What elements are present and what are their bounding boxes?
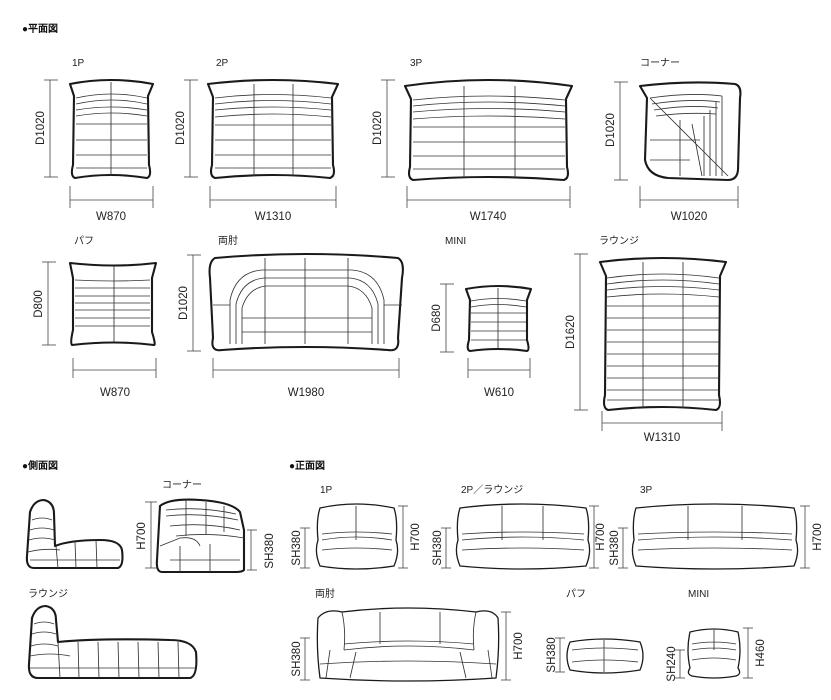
- front-3p-label: 3P: [640, 485, 653, 496]
- plan-arms-label: 両肘: [218, 234, 238, 247]
- front-1p-seat: SH380: [291, 530, 303, 565]
- front-1p: 1P SH380 H700: [291, 485, 422, 570]
- side-corner-height: H700: [136, 522, 148, 550]
- plan-puff-depth: D800: [33, 290, 45, 318]
- side-corner-label: コーナー: [162, 479, 202, 491]
- plan-3p-width-dim: [406, 186, 571, 208]
- plan-puff-width: W870: [100, 387, 130, 399]
- plan-mini: MINI W610 D680: [431, 236, 533, 399]
- plan-view-title: ●平面図: [22, 23, 58, 35]
- front-arms-label: 両肘: [315, 587, 335, 600]
- front-puff-seat-dim: [555, 637, 565, 673]
- front-arms-height-dim: [501, 611, 511, 681]
- plan-arms-width-dim: [212, 358, 400, 378]
- front-3p: 3P SH380 H700: [609, 485, 824, 570]
- front-mini-height: H460: [755, 639, 767, 667]
- plan-puff-label: パフ: [74, 235, 94, 247]
- plan-arms-depth: D1020: [178, 286, 190, 320]
- plan-mini-width-dim: [467, 358, 531, 378]
- front-2p-seat: SH380: [432, 530, 444, 565]
- plan-lounge-width: W1310: [644, 432, 680, 444]
- plan-mini-width: W610: [484, 387, 514, 399]
- front-mini-height-dim: [743, 627, 753, 679]
- front-1p-label: 1P: [320, 485, 333, 496]
- plan-2p-depth: D1020: [175, 111, 187, 145]
- side-corner-seat-dim: [247, 529, 257, 571]
- plan-mini-label: MINI: [445, 236, 466, 247]
- plan-corner-width-dim: [639, 186, 739, 208]
- plan-corner-width: W1020: [671, 211, 707, 223]
- plan-puff: パフ W870 D800: [33, 235, 158, 399]
- plan-puff-width-dim: [72, 358, 157, 378]
- front-1p-seat-dim: [300, 527, 310, 569]
- plan-puff-depth-dim: [42, 261, 56, 346]
- front-3p-height: H700: [812, 523, 824, 551]
- front-puff-label: パフ: [566, 588, 586, 600]
- plan-3p-width: W1740: [470, 211, 506, 223]
- front-3p-seat-dim: [618, 527, 628, 569]
- plan-1p-width-dim: [69, 186, 154, 208]
- plan-2p-width: W1310: [255, 211, 291, 223]
- plan-2p: 2P W1310 D1020: [175, 58, 340, 223]
- front-2p-height: H700: [595, 523, 607, 551]
- plan-3p-depth: D1020: [372, 111, 384, 145]
- side-corner: コーナー H700 SH380: [136, 479, 276, 574]
- plan-arms-width: W1980: [288, 387, 324, 399]
- plan-mini-depth-dim: [440, 283, 454, 353]
- plan-corner-label: コーナー: [640, 57, 680, 69]
- side-lounge-label: ラウンジ: [28, 588, 68, 600]
- side-view-title: ●側面図: [22, 459, 58, 472]
- front-arms-height: H700: [513, 632, 525, 660]
- plan-2p-width-dim: [209, 186, 337, 208]
- plan-lounge: ラウンジ W1310 D1620: [565, 235, 728, 444]
- plan-lounge-depth: D1620: [565, 315, 577, 349]
- plan-3p-depth-dim: [381, 79, 395, 178]
- plan-1p: 1P W870 D1020: [35, 58, 155, 223]
- front-3p-height-dim: [800, 505, 810, 569]
- plan-lounge-label: ラウンジ: [599, 235, 639, 247]
- side-1p: [25, 498, 124, 570]
- plan-arms-depth-dim: [187, 254, 201, 352]
- front-mini-seat-dim: [675, 649, 685, 679]
- front-2p-seat-dim: [441, 527, 451, 569]
- front-mini-label: MINI: [688, 589, 709, 600]
- plan-3p: 3P W1740 D1020: [372, 58, 574, 223]
- plan-corner: コーナー W1020 D1020: [605, 57, 742, 223]
- front-view-title: ●正面図: [289, 460, 325, 472]
- plan-corner-depth: D1020: [605, 113, 617, 147]
- front-arms: 両肘 SH380 H700: [291, 587, 525, 682]
- plan-arms: 両肘 W1980 D1020: [178, 234, 404, 399]
- front-mini: MINI SH240 H460: [666, 589, 767, 682]
- front-arms-seat: SH380: [291, 641, 303, 676]
- side-corner-seat: SH380: [264, 533, 276, 568]
- plan-2p-label: 2P: [216, 58, 229, 69]
- plan-1p-depth: D1020: [35, 111, 47, 145]
- side-lounge: ラウンジ: [27, 588, 198, 680]
- plan-1p-label: 1P: [72, 58, 85, 69]
- plan-lounge-depth-dim: [574, 253, 588, 411]
- front-puff-seat: SH380: [546, 637, 558, 672]
- plan-corner-depth-dim: [614, 81, 628, 181]
- front-1p-height: H700: [410, 523, 422, 551]
- front-arms-seat-dim: [300, 637, 310, 681]
- plan-1p-depth-dim: [44, 79, 58, 178]
- plan-3p-label: 3P: [410, 58, 423, 69]
- front-puff: パフ SH380: [546, 588, 644, 674]
- plan-1p-width: W870: [96, 211, 126, 223]
- plan-lounge-width-dim: [601, 411, 723, 431]
- plan-mini-depth: D680: [431, 304, 443, 332]
- front-mini-seat: SH240: [666, 646, 678, 681]
- front-2p-height-dim: [589, 505, 599, 569]
- plan-2p-depth-dim: [184, 79, 198, 178]
- front-3p-seat: SH380: [609, 530, 621, 565]
- front-1p-height-dim: [398, 505, 408, 569]
- front-2p-label: 2P／ラウンジ: [461, 484, 523, 496]
- front-2p: 2P／ラウンジ SH380 H700: [432, 484, 607, 570]
- side-corner-height-dim: [145, 501, 157, 569]
